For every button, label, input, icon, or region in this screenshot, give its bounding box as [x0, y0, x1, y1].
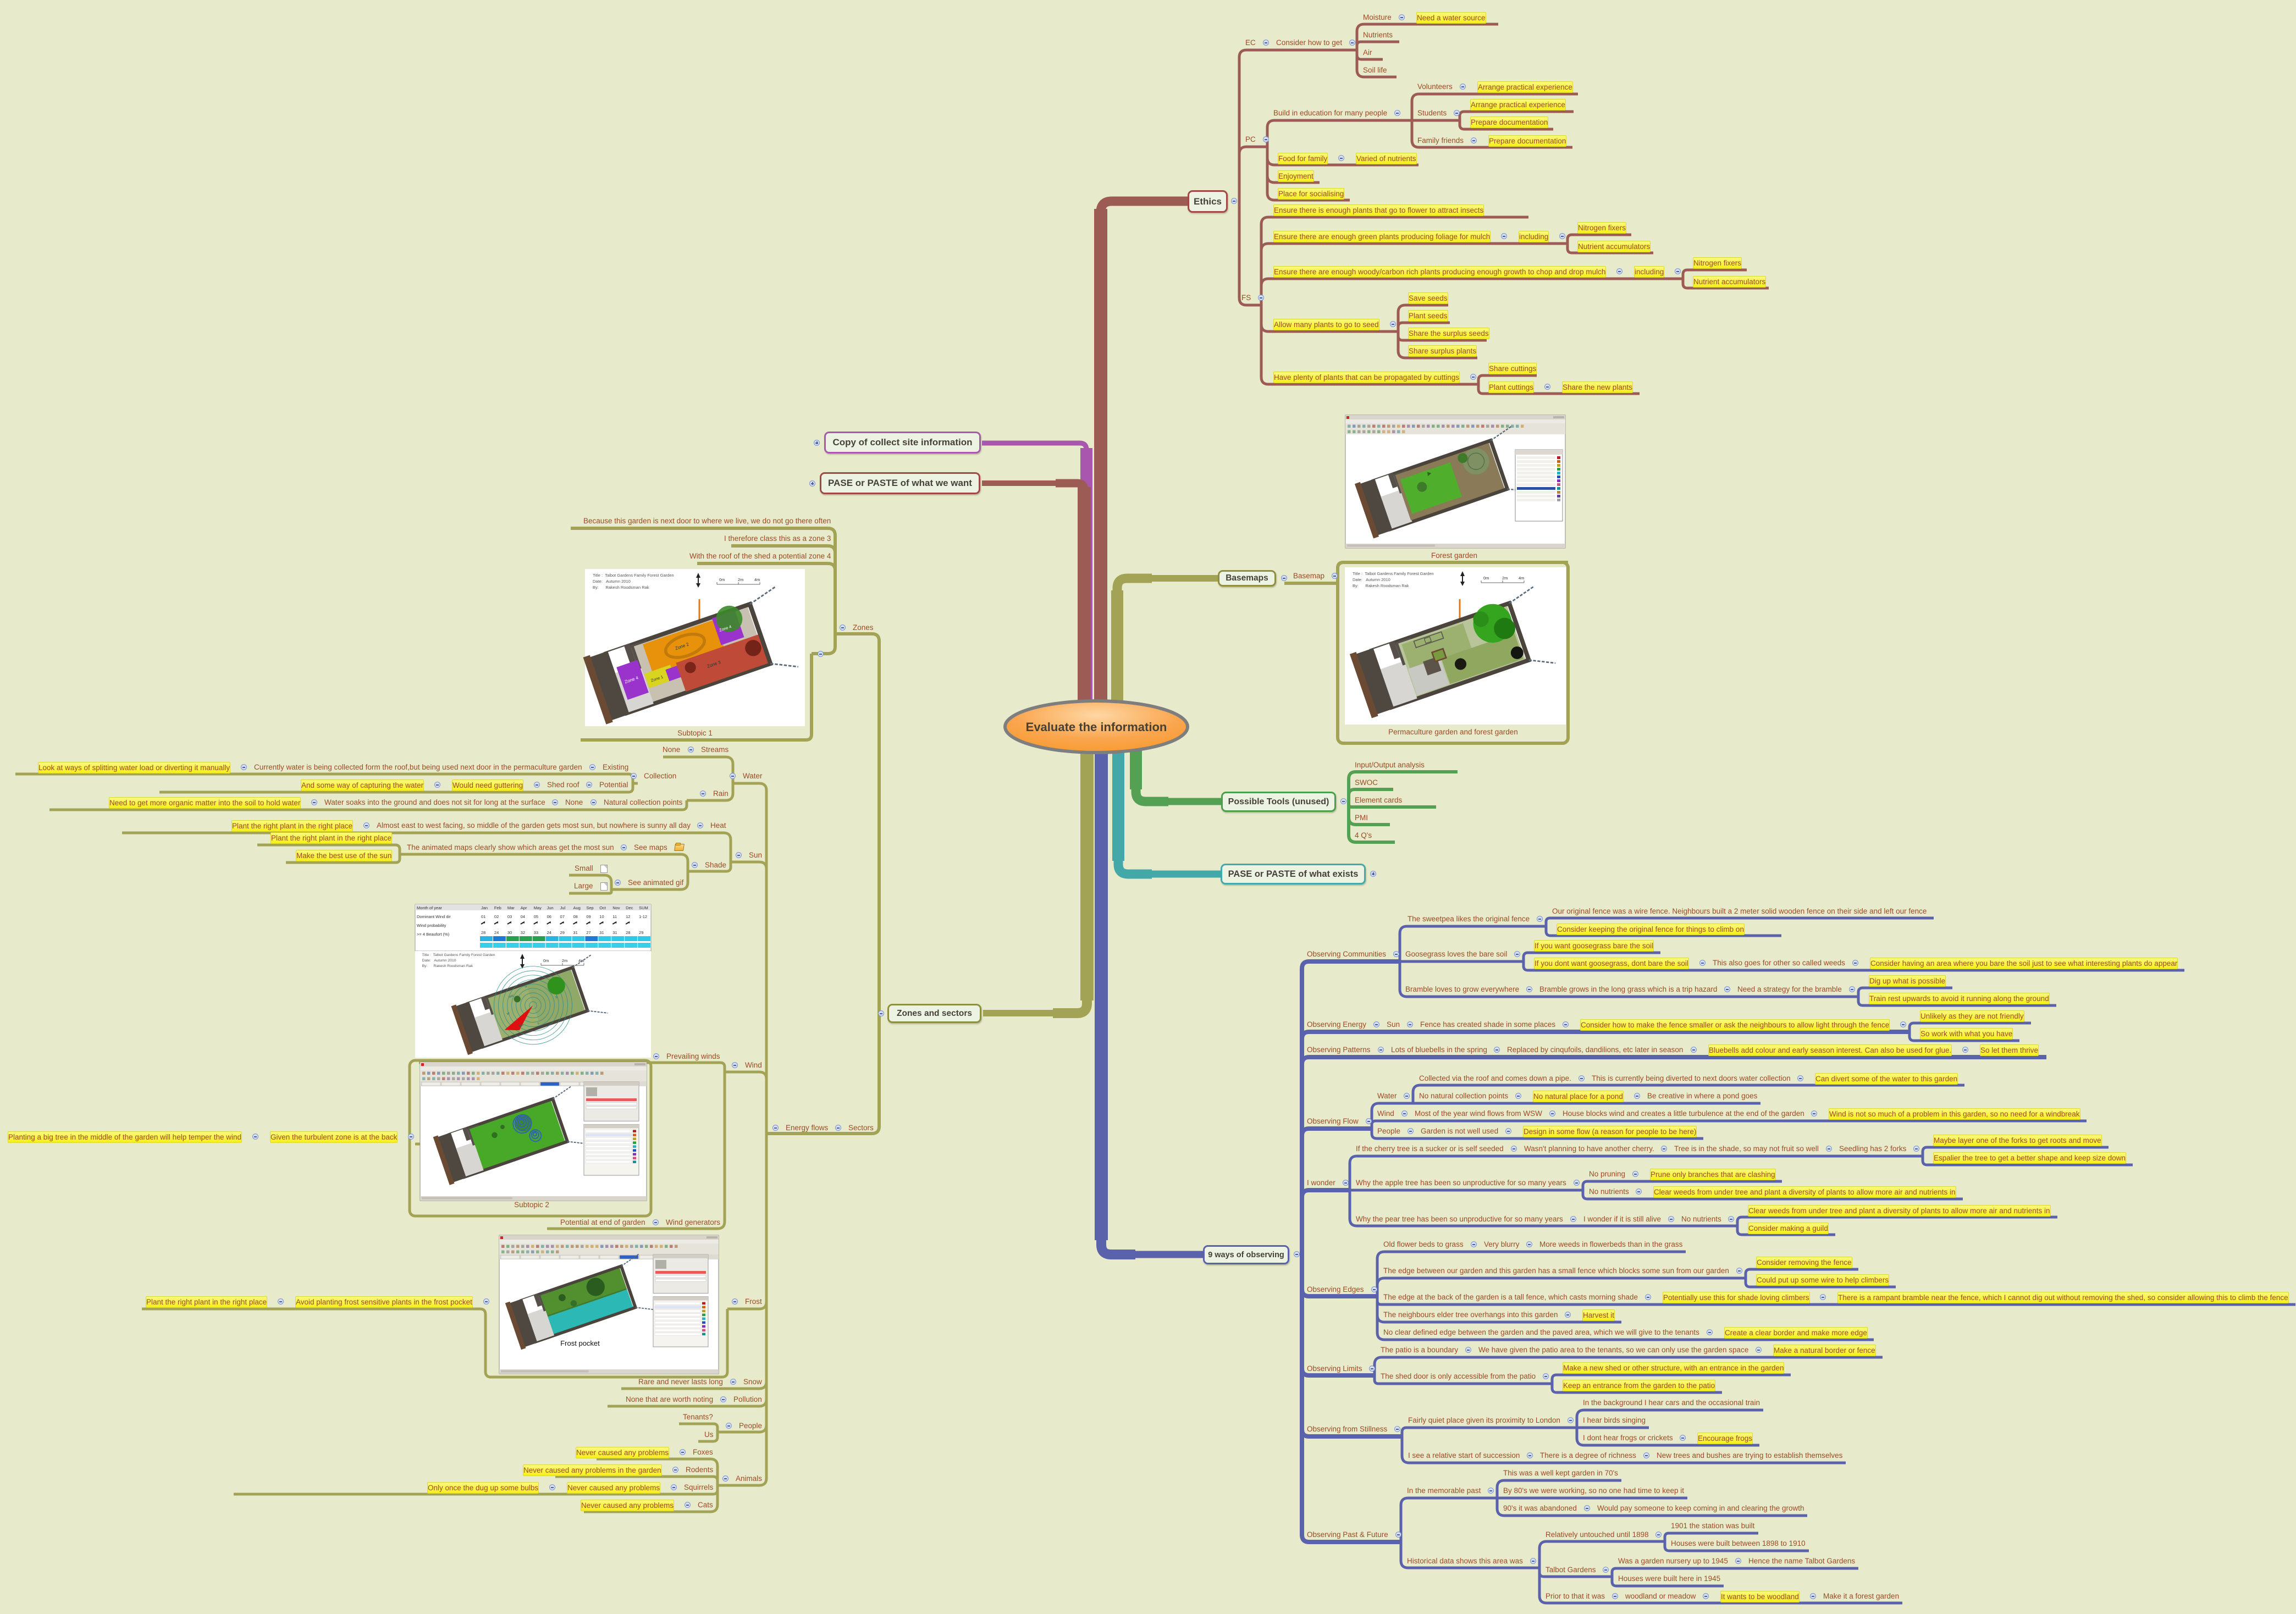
svg-text:E: E — [555, 996, 559, 999]
svg-text:By: Rakesh Roodsman Rak: By: Rakesh Roodsman Rak — [1353, 583, 1409, 588]
svg-text:08: 08 — [573, 914, 577, 919]
svg-text:06: 06 — [547, 914, 551, 919]
svg-text:31: 31 — [612, 930, 617, 935]
svg-text:4m: 4m — [754, 577, 760, 582]
svg-text:24: 24 — [494, 930, 499, 935]
svg-text:33: 33 — [534, 930, 538, 935]
svg-text:4m: 4m — [1519, 576, 1524, 581]
svg-text:4m: 4m — [578, 958, 584, 963]
svg-text:01: 01 — [481, 914, 485, 919]
svg-text:NW: NW — [509, 994, 515, 999]
svg-text:Mar: Mar — [507, 905, 515, 910]
svg-text:Nov: Nov — [612, 905, 620, 910]
svg-text:Frost pocket: Frost pocket — [560, 1339, 600, 1347]
svg-text:By: Rakesh Roodsman Rak: By: Rakesh Roodsman Rak — [422, 964, 473, 968]
svg-text:>= 4 Beaufort (%): >= 4 Beaufort (%) — [417, 932, 450, 937]
svg-text:11: 11 — [612, 914, 617, 919]
svg-text:Jan: Jan — [481, 905, 488, 910]
svg-text:By: Rakesh Roodsman Rak: By: Rakesh Roodsman Rak — [593, 585, 649, 590]
svg-text:2m: 2m — [738, 577, 743, 582]
svg-text:Jul: Jul — [560, 905, 566, 910]
svg-text:03: 03 — [507, 914, 512, 919]
svg-text:2m: 2m — [1502, 576, 1508, 581]
svg-text:Jun: Jun — [547, 905, 554, 910]
svg-text:Title : Talbot Gardens Family: Title : Talbot Gardens Family Forest Gar… — [593, 573, 674, 578]
svg-text:Dec: Dec — [626, 905, 633, 910]
svg-text:Title : Talbot Gardens Family: Title : Talbot Gardens Family Forest Gar… — [1353, 571, 1434, 576]
svg-text:Aug: Aug — [573, 905, 580, 910]
svg-text:Sep: Sep — [586, 905, 593, 910]
svg-text:09: 09 — [586, 914, 590, 919]
svg-text:29: 29 — [560, 930, 565, 935]
svg-text:27: 27 — [586, 930, 590, 935]
svg-text:0m: 0m — [719, 577, 725, 582]
svg-text:31: 31 — [573, 930, 577, 935]
svg-text:Month of year: Month of year — [417, 905, 442, 910]
svg-text:2m: 2m — [562, 958, 567, 963]
svg-text:Title : Talbot Gardens Family: Title : Talbot Gardens Family Forest Gar… — [422, 953, 495, 957]
svg-text:10: 10 — [599, 914, 604, 919]
svg-text:Date: Autumn 2010: Date: Autumn 2010 — [1353, 577, 1390, 582]
svg-text:SUM: SUM — [639, 905, 648, 910]
svg-text:31: 31 — [599, 930, 604, 935]
svg-text:07: 07 — [560, 914, 565, 919]
svg-text:Dominant Wind dir: Dominant Wind dir — [417, 914, 451, 919]
svg-text:0m: 0m — [543, 958, 549, 963]
svg-text:0m: 0m — [1483, 576, 1489, 581]
svg-text:N: N — [525, 985, 528, 989]
svg-text:SW: SW — [518, 1024, 525, 1029]
svg-text:Date: Autumn 2010: Date: Autumn 2010 — [593, 579, 631, 584]
svg-text:1-12: 1-12 — [639, 914, 647, 919]
svg-text:Date: Autumn 2010: Date: Autumn 2010 — [422, 959, 456, 963]
svg-text:04: 04 — [521, 914, 525, 919]
svg-text:Apr: Apr — [521, 905, 527, 910]
svg-text:05: 05 — [534, 914, 538, 919]
svg-text:02: 02 — [494, 914, 499, 919]
svg-text:S: S — [537, 1022, 540, 1026]
svg-text:Feb: Feb — [494, 905, 501, 910]
svg-text:28: 28 — [481, 930, 485, 935]
svg-text:30: 30 — [507, 930, 512, 935]
svg-text:24: 24 — [547, 930, 551, 935]
svg-text:Oct: Oct — [599, 905, 606, 910]
svg-text:May: May — [534, 905, 542, 910]
svg-text:28: 28 — [626, 930, 630, 935]
svg-text:Wind probability: Wind probability — [417, 923, 446, 928]
svg-text:32: 32 — [521, 930, 525, 935]
svg-text:W: W — [506, 1012, 511, 1016]
svg-text:12: 12 — [626, 914, 630, 919]
svg-text:29: 29 — [639, 930, 643, 935]
